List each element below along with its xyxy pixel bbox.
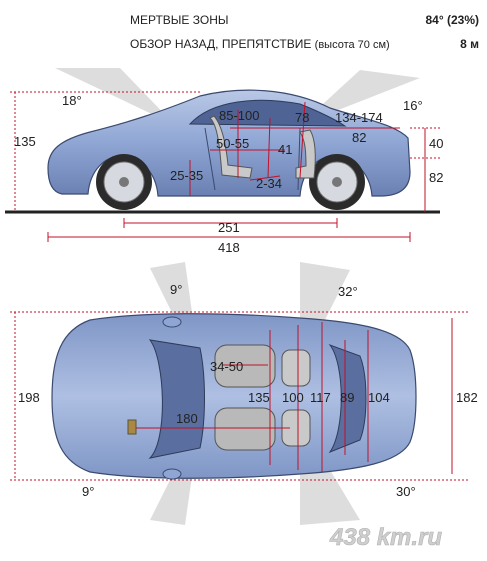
front-wheel xyxy=(96,154,152,210)
steering-marker xyxy=(127,419,137,435)
side-windows xyxy=(188,99,347,127)
front-left-bottom-angle-label: 9° xyxy=(82,484,94,499)
front-angle-label: 18° xyxy=(62,93,82,108)
wheelbase-label: 251 xyxy=(218,220,240,235)
rear-right-angle-label: 32° xyxy=(338,284,358,299)
seat-height-label: 25-35 xyxy=(170,168,203,183)
width-front-interior-label: 180 xyxy=(176,411,198,426)
rear-right-bottom-angle-label: 30° xyxy=(396,484,416,499)
blind-spots-value: 84° (23%) xyxy=(425,13,480,27)
seat-depth-label: 50-55 xyxy=(216,136,249,151)
right-mirror xyxy=(162,468,182,480)
rear-wheel xyxy=(309,154,365,210)
length-label: 418 xyxy=(218,240,240,255)
rear-view-value: 8 м xyxy=(460,37,479,51)
rear-view-label: ОБЗОР НАЗАД, ПРЕПЯТСТВИЕ xyxy=(130,37,312,51)
blind-spots-label: МЕРТВЫЕ ЗОНЫ xyxy=(130,13,229,27)
top-dimension-lines xyxy=(10,311,470,481)
trunk-height-upper-label: 40 xyxy=(429,136,443,151)
side-dimension-lines xyxy=(10,91,440,242)
width-mirrors-label: 198 xyxy=(18,390,40,405)
rear-angle-label: 16° xyxy=(403,98,423,113)
rear-depth-label: 41 xyxy=(278,142,292,157)
seat-width-label: 34-50 xyxy=(210,359,243,374)
dim-89-label: 89 xyxy=(340,390,354,405)
rear-view-line: ОБЗОР НАЗАД, ПРЕПЯТСТВИЕ (высота 70 см) xyxy=(130,37,390,51)
front-left-angle-label: 9° xyxy=(170,282,182,297)
watermark: 438 km.ru xyxy=(329,524,442,551)
front-blind-zone xyxy=(55,68,175,125)
shoulder-front-label: 135 xyxy=(248,390,270,405)
trunk-depth-label: 82 xyxy=(352,130,366,145)
dim-104-label: 104 xyxy=(368,390,390,405)
dim-100-label: 100 xyxy=(282,390,304,405)
top-seats xyxy=(214,344,311,451)
rear-view-note: (высота 70 см) xyxy=(314,39,390,51)
rear-seat-height-label: 2-34 xyxy=(256,176,282,191)
headroom-rear-label: 78 xyxy=(295,110,309,125)
height-label: 135 xyxy=(14,134,36,149)
left-mirror xyxy=(162,316,182,328)
top-car-body xyxy=(51,313,417,479)
side-door-line xyxy=(204,127,301,191)
legroom-label: 134-174 xyxy=(335,110,383,125)
width-body-label: 182 xyxy=(456,390,478,405)
trunk-height-lower-label: 82 xyxy=(429,170,443,185)
headroom-front-label: 85-100 xyxy=(219,108,259,123)
dim-117-label: 117 xyxy=(310,390,331,405)
